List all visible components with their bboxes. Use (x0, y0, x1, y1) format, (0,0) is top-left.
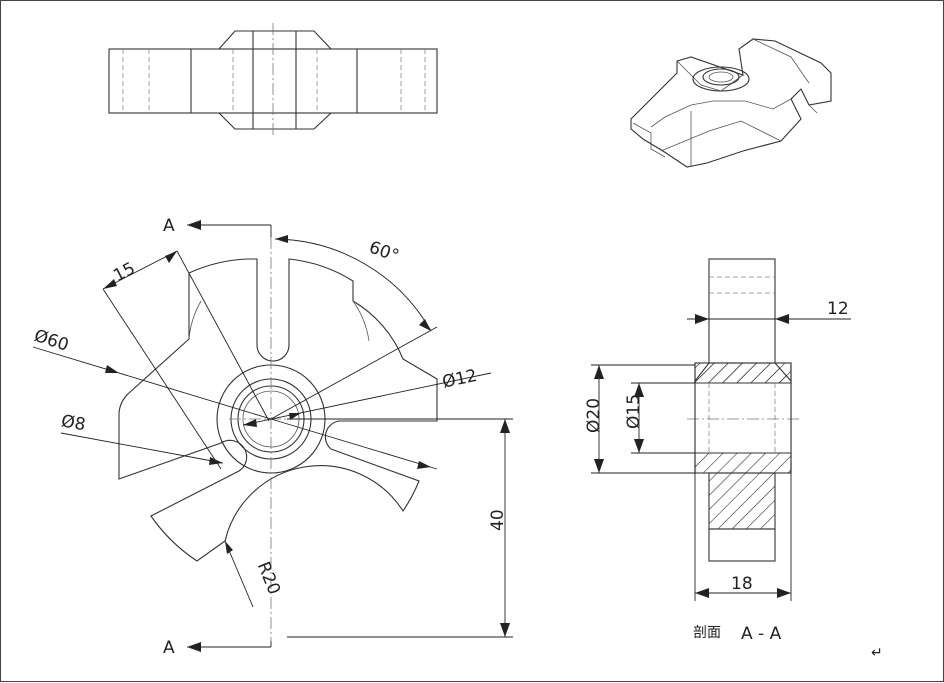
dim-dia12-label: Ø12 (440, 366, 478, 393)
section-letter-top: A (163, 216, 175, 236)
dim-18-label: 18 (731, 574, 753, 594)
section-caption-name: A - A (741, 624, 782, 644)
top-view (108, 23, 438, 137)
dim-dia20 (591, 364, 695, 474)
dim-12-label: 12 (827, 299, 849, 319)
dim-dia20-label: Ø20 (584, 398, 604, 433)
dim-r20 (224, 540, 254, 608)
dim-angle-label: 60° (366, 237, 401, 266)
section-view (687, 258, 799, 562)
dim-dia15-label: Ø15 (624, 394, 644, 429)
section-marker-a (187, 220, 272, 652)
dim-dia60-label: Ø60 (32, 326, 71, 356)
section-caption-cjk: 剖面 (693, 625, 721, 641)
dim-15-front (102, 250, 270, 470)
dim-40-label: 40 (488, 509, 508, 531)
return-mark: ↵ (871, 645, 883, 661)
dim-12-section (687, 314, 851, 324)
dim-angle-60 (270, 235, 438, 420)
dim-40 (287, 418, 513, 638)
dim-dia60 (32, 346, 438, 470)
dim-18 (694, 473, 792, 601)
dim-dia15 (631, 382, 695, 454)
section-letter-bottom: A (163, 638, 175, 658)
dim-dia8 (60, 432, 224, 465)
dim-r20-label: R20 (253, 559, 284, 598)
isometric-view (630, 38, 832, 168)
dim-dia12 (242, 372, 492, 427)
dim-dia8-label: Ø8 (60, 411, 87, 435)
